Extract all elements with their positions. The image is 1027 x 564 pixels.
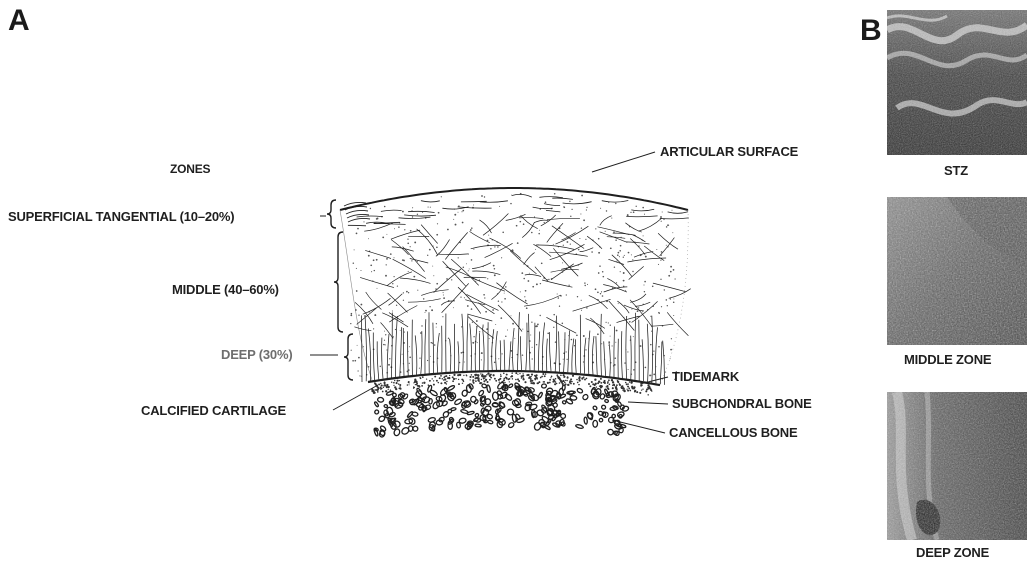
zones-heading: ZONES (170, 162, 210, 176)
zone-label-middle: MIDDLE (40–60%) (172, 282, 279, 297)
cartilage-diagram (0, 0, 860, 564)
subchondral-bone-leader (628, 402, 668, 404)
stz-caption: STZ (944, 163, 968, 178)
middle-zone-micrograph (887, 197, 1027, 345)
calcified-cartilage-label: CALCIFIED CARTILAGE (141, 403, 286, 418)
panel-b-letter: B (860, 14, 882, 48)
zone-label-deep: DEEP (30%) (221, 347, 292, 362)
articular-surface-label: ARTICULAR SURFACE (660, 144, 798, 159)
articular-surface-leader (592, 152, 655, 172)
deep-zone-bracket (344, 334, 353, 380)
deep-zone-micrograph (887, 392, 1027, 540)
tissue-left-edge (340, 210, 372, 380)
stz-micrograph (887, 10, 1027, 155)
calcified-cartilage-leader (333, 385, 378, 410)
tidemark-label: TIDEMARK (672, 369, 739, 384)
cancellous-bone-label: CANCELLOUS BONE (669, 425, 797, 440)
middle-zone-bracket (334, 232, 343, 332)
bone-gap (410, 378, 412, 398)
deep-zone-caption: DEEP ZONE (916, 545, 989, 560)
zone-label-superficial: SUPERFICIAL TANGENTIAL (10–20%) (8, 209, 234, 224)
middle-zone-fibers (354, 214, 690, 339)
middle-zone-caption: MIDDLE ZONE (904, 352, 991, 367)
subchondral-bone-label: SUBCHONDRAL BONE (672, 396, 812, 411)
superficial-zone-bracket (327, 200, 336, 228)
tissue-stipple (350, 193, 677, 380)
